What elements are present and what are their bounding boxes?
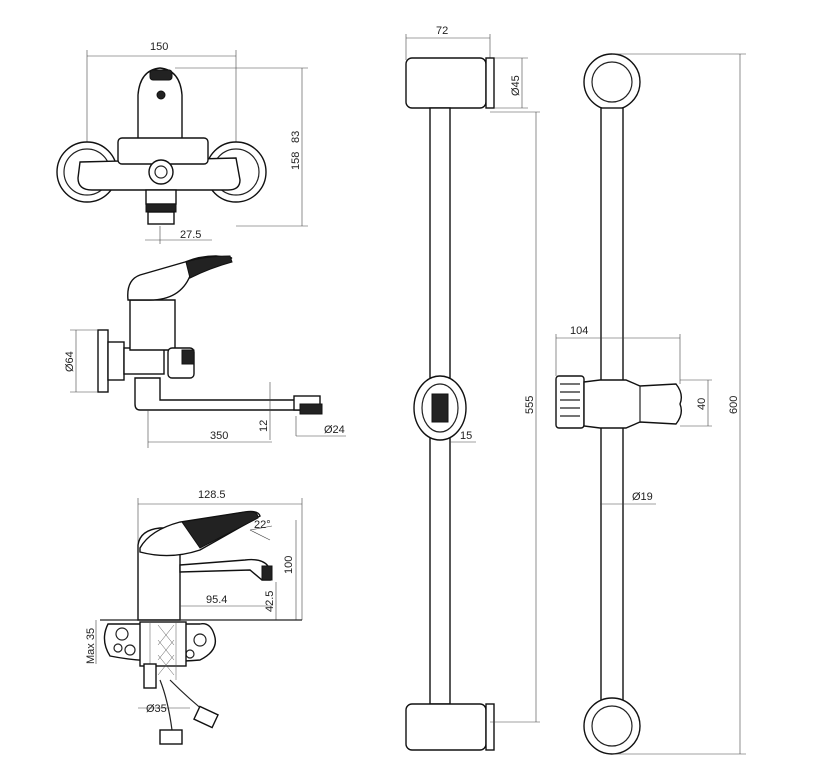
- dim-83: 83: [290, 131, 302, 143]
- dim-100: 100: [283, 556, 295, 574]
- dim-40: 40: [696, 398, 708, 410]
- slide-rail-side-view: 72 Ø45 15 555: [405, 25, 540, 751]
- dim-d19: Ø19: [632, 491, 653, 503]
- dim-22deg: 22°: [254, 519, 271, 531]
- dim-d64: Ø64: [64, 351, 76, 372]
- dim-600: 600: [728, 396, 740, 414]
- dim-12: 12: [258, 420, 270, 432]
- dim-128-5: 128.5: [198, 489, 226, 501]
- basin-mixer-view: 128.5 22° 100 95.4 42.5 Max 35: [85, 489, 303, 745]
- dim-350: 350: [210, 430, 228, 442]
- slide-rail-front-view: 104 40 Ø19 600: [555, 53, 746, 755]
- dim-d35: Ø35: [146, 703, 167, 715]
- dim-27-5: 27.5: [180, 229, 201, 241]
- dim-104: 104: [570, 325, 588, 337]
- wall-mixer-side-view: Ø64 350 12 Ø24: [64, 255, 346, 448]
- dim-158: 158: [290, 152, 302, 170]
- dim-max-35: Max 35: [85, 628, 97, 664]
- dim-d45: Ø45: [510, 75, 522, 96]
- dim-42-5: 42.5: [264, 591, 276, 612]
- dim-95-4: 95.4: [206, 594, 227, 606]
- dim-72: 72: [436, 25, 448, 37]
- wall-mixer-front-view: 150 158 83 27.5: [56, 41, 308, 244]
- dim-555: 555: [524, 396, 536, 414]
- dim-15: 15: [460, 430, 472, 442]
- dim-150: 150: [150, 41, 168, 53]
- dim-d24: Ø24: [324, 424, 345, 436]
